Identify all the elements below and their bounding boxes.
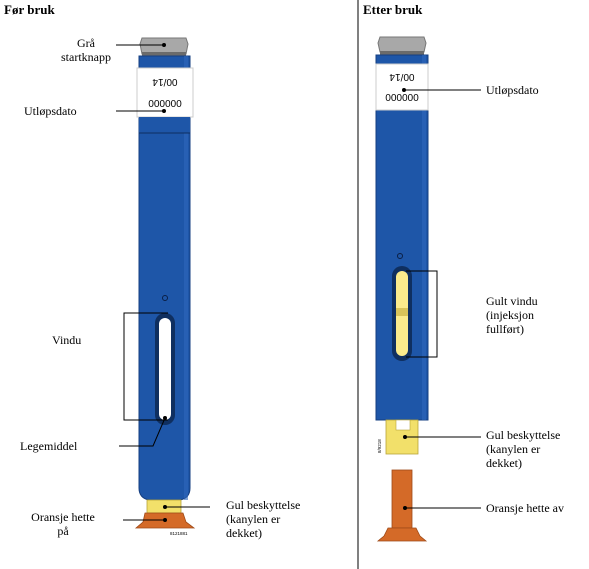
leaders-after: [402, 88, 481, 510]
label-date-text: 00/14: [152, 76, 177, 87]
label-date-text: 00/14: [389, 71, 414, 82]
label-window-before: Vindu: [52, 333, 82, 347]
label-medicine: Legemiddel: [20, 439, 78, 453]
orange-cap-removed: [391, 469, 413, 529]
label-guard-before: Gul beskyttelse (kanylen er dekket): [226, 498, 301, 540]
label-cap-after: Oransje hette av: [486, 501, 564, 515]
pen-after: 00/14 000000 8/9218: [375, 36, 429, 542]
pen-code: 8/9218: [377, 439, 382, 453]
pen-code: 8121881: [170, 531, 188, 536]
label-cap-before: Oransje hette på: [31, 510, 95, 538]
leaders-before: [116, 43, 210, 522]
before-heading: Før bruk: [4, 2, 55, 17]
label-lot-text: 000000: [385, 91, 419, 102]
label-guard-after: Gul beskyttelse (kanylen er dekket): [486, 428, 561, 470]
label-window-after: Gult vindu (injeksjon fullført): [486, 294, 538, 336]
label-start-button: Grå startknapp: [61, 36, 111, 64]
pen-before: 00/14 000000 8121881: [134, 37, 196, 536]
after-heading: Etter bruk: [363, 2, 423, 17]
label-expiry-after: Utløpsdato: [486, 83, 539, 97]
label-lot-text: 000000: [148, 97, 182, 108]
pen-body: [375, 54, 429, 421]
label-expiry-before: Utløpsdato: [24, 104, 77, 118]
gray-start-button: [377, 36, 427, 53]
expiry-label: [375, 63, 429, 111]
